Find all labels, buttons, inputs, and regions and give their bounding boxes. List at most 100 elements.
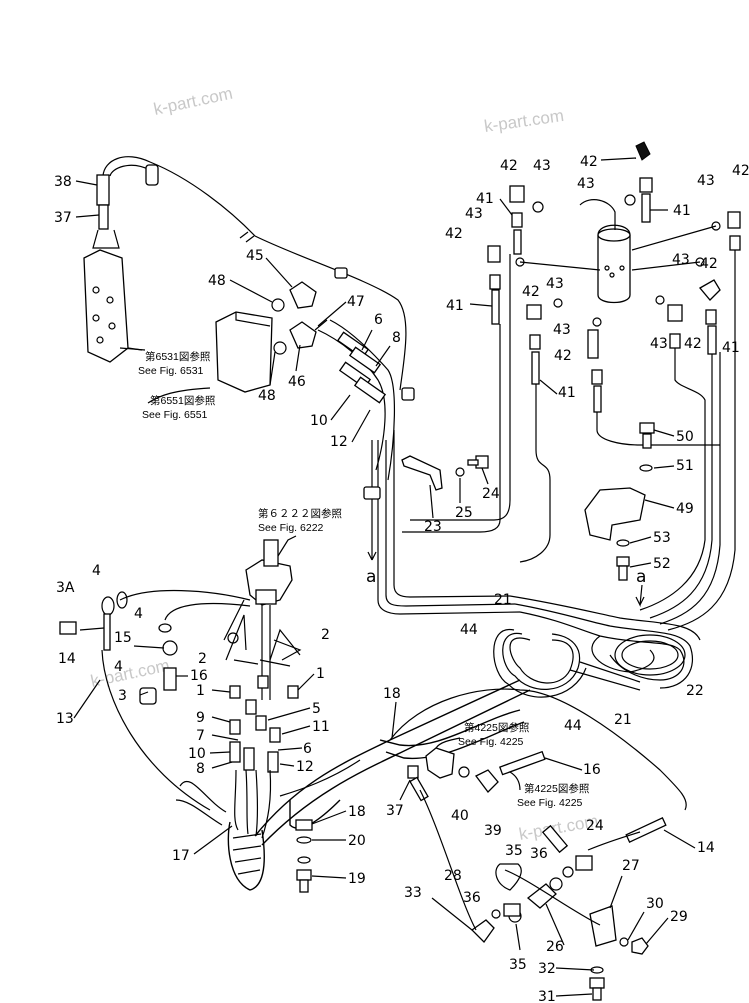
ref-fig-6531: 第6531図参照 See Fig. 6531 bbox=[138, 350, 211, 377]
callout-43: 43 bbox=[577, 176, 595, 192]
ref-fig-4225-b: 第4225図参照 See Fig. 4225 bbox=[517, 782, 590, 809]
callout-40: 40 bbox=[451, 808, 469, 824]
callout-43: 43 bbox=[533, 158, 551, 174]
callout-38: 38 bbox=[54, 174, 72, 190]
callout-44: 44 bbox=[460, 622, 478, 638]
callout-46: 46 bbox=[288, 374, 306, 390]
callout-50: 50 bbox=[676, 429, 694, 445]
callout-41: 41 bbox=[558, 385, 576, 401]
lower-left-assembly bbox=[59, 539, 531, 891]
callout-21: 21 bbox=[494, 592, 512, 608]
callout-33: 33 bbox=[404, 885, 422, 901]
callout-2: 2 bbox=[198, 651, 207, 667]
callout-8: 8 bbox=[196, 761, 205, 777]
ref-en: See Fig. 6222 bbox=[258, 522, 324, 534]
ref-fig-6222: 第６２２２図参照 See Fig. 6222 bbox=[258, 507, 342, 534]
callout-12: 12 bbox=[330, 434, 348, 450]
ref-fig-6551: 第6551図参照 See Fig. 6551 bbox=[142, 394, 216, 421]
connector-a-right: a bbox=[636, 567, 646, 587]
callout-18: 18 bbox=[383, 686, 401, 702]
callout-12: 12 bbox=[296, 759, 314, 775]
callout-11: 11 bbox=[312, 719, 330, 735]
callout-17: 17 bbox=[172, 848, 190, 864]
callout-14: 14 bbox=[58, 651, 76, 667]
callout-32: 32 bbox=[538, 961, 556, 977]
ref-fig-4225: 第4225図参照 See Fig. 4225 bbox=[458, 721, 530, 748]
callout-48b: 48 bbox=[258, 388, 276, 404]
callout-49: 49 bbox=[676, 501, 694, 517]
callout-51: 51 bbox=[676, 458, 694, 474]
callout-31: 31 bbox=[538, 989, 556, 1003]
callout-39: 39 bbox=[484, 823, 502, 839]
callout-43: 43 bbox=[465, 206, 483, 222]
callout-5: 5 bbox=[312, 701, 321, 717]
callout-25: 25 bbox=[455, 505, 473, 521]
callout-7: 7 bbox=[196, 728, 205, 744]
callout-42: 42 bbox=[554, 348, 572, 364]
callout-48: 48 bbox=[208, 273, 226, 289]
callout-36: 36 bbox=[463, 890, 481, 906]
callout-41: 41 bbox=[476, 191, 494, 207]
connector-a-left: a bbox=[366, 567, 376, 587]
callout-4: 4 bbox=[92, 563, 101, 579]
callout-36: 36 bbox=[530, 846, 548, 862]
callout-30: 30 bbox=[646, 896, 664, 912]
callout-6: 6 bbox=[374, 312, 383, 328]
ref-jp: 第6531図参照 bbox=[145, 350, 211, 363]
callout-19: 19 bbox=[348, 871, 366, 887]
upper-right-assembly bbox=[401, 141, 741, 631]
callout-10: 10 bbox=[188, 746, 206, 762]
ref-jp: 第6551図参照 bbox=[150, 394, 216, 407]
callout-42: 42 bbox=[580, 154, 598, 170]
callout-44: 44 bbox=[564, 718, 582, 734]
callout-42: 42 bbox=[700, 256, 718, 272]
callout-20: 20 bbox=[348, 833, 366, 849]
callout-1: 1 bbox=[316, 666, 325, 682]
ref-jp: 第4225図参照 bbox=[464, 721, 530, 734]
callout-6: 6 bbox=[303, 741, 312, 757]
callout-47: 47 bbox=[347, 294, 365, 310]
callout-43: 43 bbox=[553, 322, 571, 338]
callout-42: 42 bbox=[522, 284, 540, 300]
callout-23: 23 bbox=[424, 519, 442, 535]
ref-en: See Fig. 4225 bbox=[517, 797, 583, 809]
callout-3a: 3A bbox=[56, 580, 75, 596]
callout-4: 4 bbox=[134, 606, 143, 622]
callout-27: 27 bbox=[622, 858, 640, 874]
callout-16: 16 bbox=[190, 668, 208, 684]
reference-notes: 第6531図参照 See Fig. 6531 第6551図参照 See Fig.… bbox=[127, 347, 590, 809]
callout-42: 42 bbox=[445, 226, 463, 242]
lower-right-assembly bbox=[295, 595, 701, 1001]
callout-28: 28 bbox=[444, 868, 462, 884]
leader-lines bbox=[73, 157, 696, 997]
ref-jp: 第６２２２図参照 bbox=[258, 507, 342, 520]
callout-43: 43 bbox=[650, 336, 668, 352]
callout-53: 53 bbox=[653, 530, 671, 546]
callout-9: 9 bbox=[196, 710, 205, 726]
callout-42: 42 bbox=[732, 163, 749, 179]
callout-14: 14 bbox=[697, 840, 715, 856]
callout-3: 3 bbox=[118, 688, 127, 704]
callout-41: 41 bbox=[446, 298, 464, 314]
ref-en: See Fig. 6531 bbox=[138, 365, 204, 377]
callout-4: 4 bbox=[114, 659, 123, 675]
callout-42: 42 bbox=[684, 336, 702, 352]
ref-jp: 第4225図参照 bbox=[524, 782, 590, 795]
callout-13: 13 bbox=[56, 711, 74, 727]
callout-21: 21 bbox=[614, 712, 632, 728]
watermark: k-part.com bbox=[89, 656, 171, 691]
callout-16: 16 bbox=[583, 762, 601, 778]
callout-24: 24 bbox=[482, 486, 500, 502]
callout-26: 26 bbox=[546, 939, 564, 955]
callout-45: 45 bbox=[246, 248, 264, 264]
watermark: k-part.com bbox=[152, 84, 234, 119]
callout-10: 10 bbox=[310, 413, 328, 429]
callout-43: 43 bbox=[672, 252, 690, 268]
callout-41: 41 bbox=[673, 203, 691, 219]
callout-2: 2 bbox=[321, 627, 330, 643]
callout-29: 29 bbox=[670, 909, 688, 925]
ref-en: See Fig. 6551 bbox=[142, 409, 208, 421]
callout-22: 22 bbox=[686, 683, 704, 699]
callout-52: 52 bbox=[653, 556, 671, 572]
